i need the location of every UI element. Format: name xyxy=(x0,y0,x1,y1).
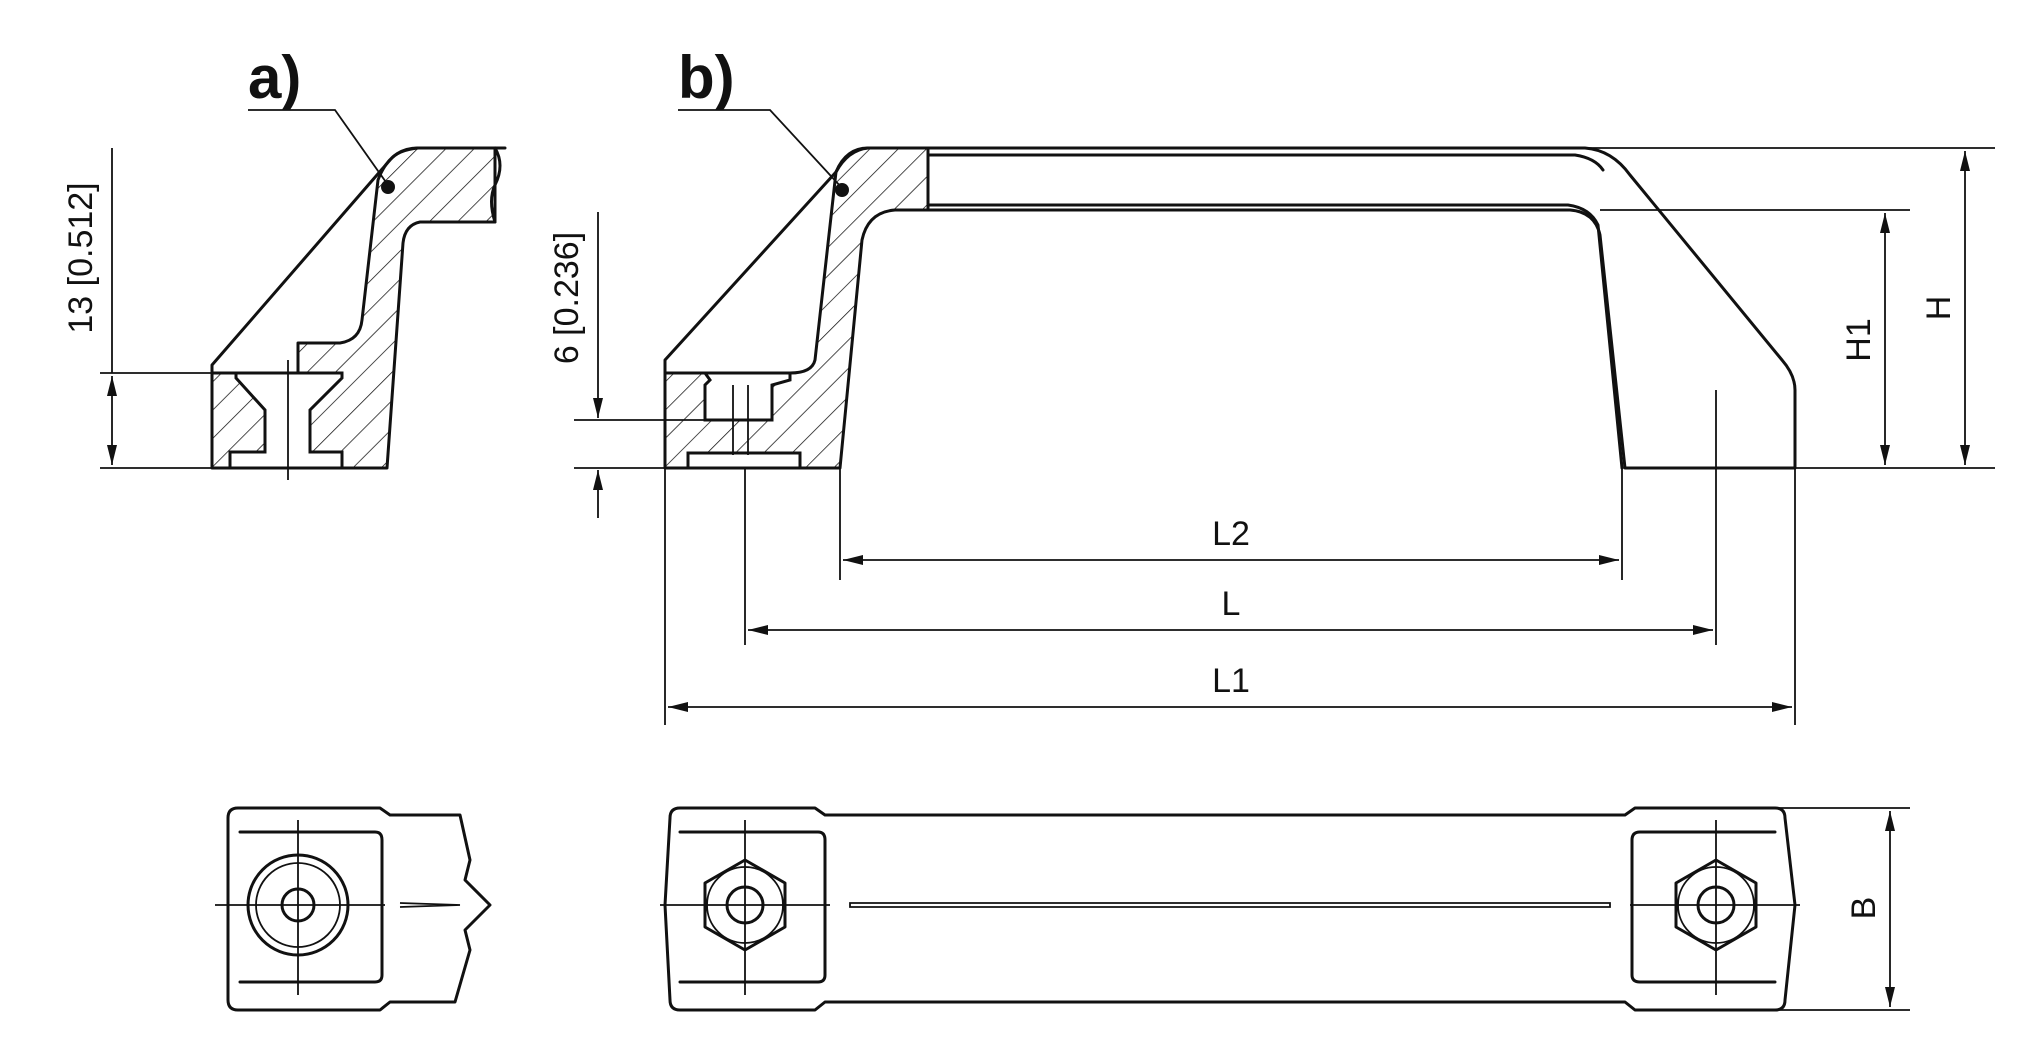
view-b-height-dim: 6 [0.236] xyxy=(548,232,586,364)
view-a-side-section: a) 13 [0.512] xyxy=(62,44,507,480)
dim-l-label: L xyxy=(1222,585,1241,623)
view-b-top: B xyxy=(660,806,1910,1012)
view-b-top-outline xyxy=(663,806,1797,1012)
dim-b-label: B xyxy=(1845,897,1883,920)
view-a-top-outline xyxy=(226,806,492,1012)
view-a-height-dim: 13 [0.512] xyxy=(62,182,100,333)
view-a-leader xyxy=(248,109,389,186)
view-a-outline xyxy=(210,146,420,375)
view-b-grip-ridge xyxy=(849,902,1611,908)
view-a-top xyxy=(215,806,492,1012)
view-b-front: b) 6 [0.236] L2 L L1 H H1 xyxy=(548,44,1995,725)
view-a-screw xyxy=(228,371,344,470)
dim-h1-label: H1 xyxy=(1840,318,1878,361)
dim-h-label: H xyxy=(1920,296,1958,321)
view-b-label: b) xyxy=(678,44,735,111)
view-a-section-body xyxy=(210,146,497,470)
dim-l2-label: L2 xyxy=(1212,515,1250,553)
dim-l1-label: L1 xyxy=(1212,662,1250,700)
view-b-leader xyxy=(678,109,843,189)
view-a-label: a) xyxy=(248,44,301,111)
view-a-break-line xyxy=(490,146,502,224)
